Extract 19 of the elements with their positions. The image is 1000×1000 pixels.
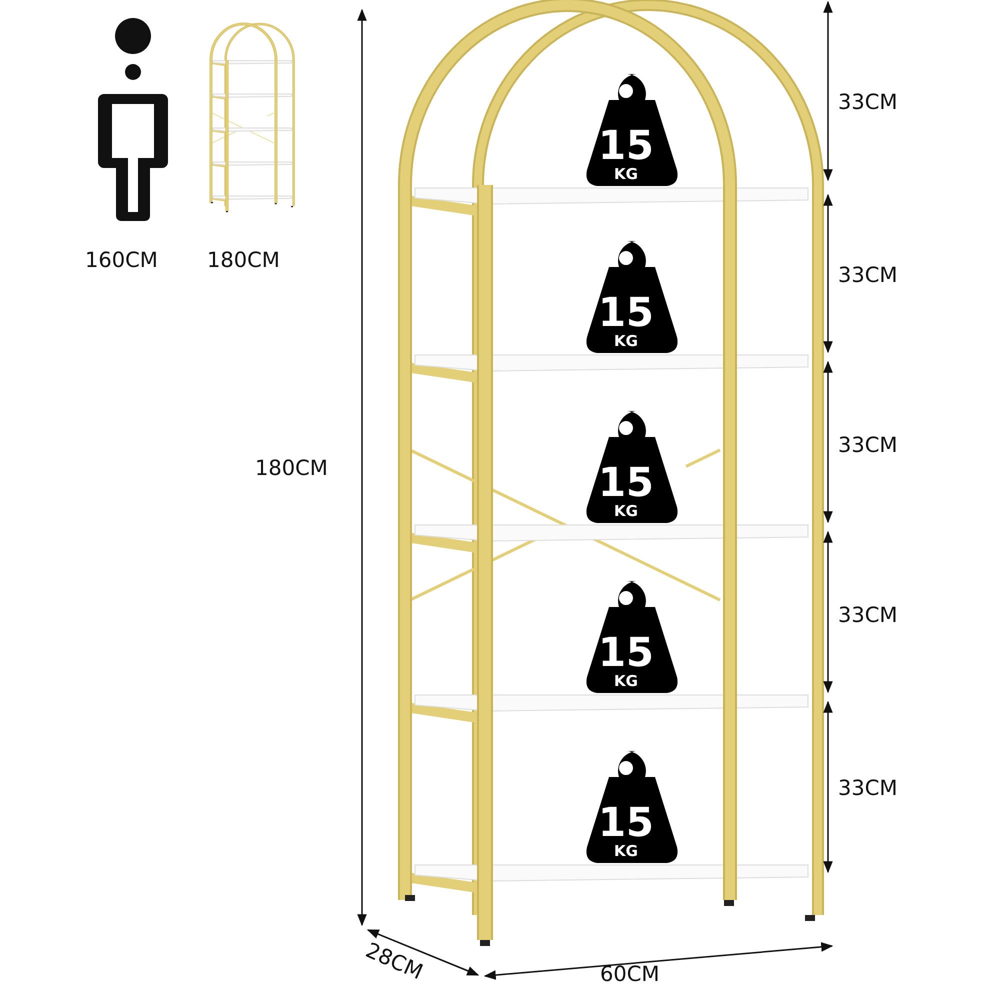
weight-unit: KG <box>614 333 638 349</box>
weight-value: 15 <box>598 463 654 503</box>
dimension-label: 180CM <box>255 456 328 480</box>
dimension-label: 33CM <box>838 263 898 287</box>
dimension-label: 33CM <box>838 776 898 800</box>
dimension-label: 33CM <box>838 90 898 114</box>
dimension-label: 60CM <box>600 962 660 986</box>
dimension-label: 33CM <box>838 433 898 457</box>
weight-unit: KG <box>614 673 638 689</box>
dimension-label: 160CM <box>85 248 158 272</box>
weight-value: 15 <box>598 293 654 333</box>
weight-unit: KG <box>614 503 638 519</box>
weight-unit: KG <box>614 843 638 859</box>
weight-value: 15 <box>598 633 654 673</box>
weight-unit: KG <box>614 166 638 182</box>
dimension-label: 180CM <box>207 248 280 272</box>
weight-value: 15 <box>598 126 654 166</box>
dimension-label: 33CM <box>838 603 898 627</box>
weight-value: 15 <box>598 803 654 843</box>
